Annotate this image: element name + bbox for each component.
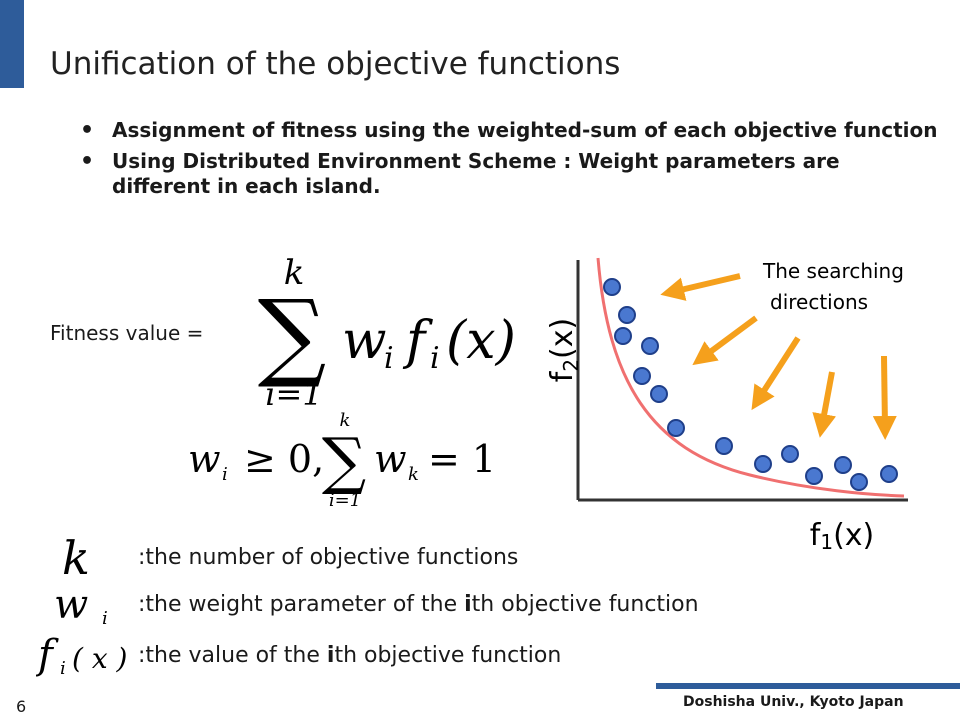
legend-item-k: :the number of objective functions <box>138 545 519 570</box>
constraint-sum-lower: i=1 <box>329 490 361 510</box>
solution-point <box>880 465 898 483</box>
constraint-equals-one: = 1 <box>428 437 496 481</box>
pareto-front-curve <box>596 257 905 498</box>
symbol-w-i: w i <box>54 584 108 628</box>
search-direction-arrow <box>751 336 801 411</box>
footer-affiliation: Doshisha Univ., Kyoto Japan <box>683 694 904 710</box>
sum-symbol: ∑ <box>258 279 327 391</box>
solution-point <box>715 437 733 455</box>
constraint-sum-upper: k <box>340 410 351 431</box>
x-axis-label: f1(x) <box>810 518 874 554</box>
function-subscript: i <box>430 341 440 376</box>
slide-title: Unification of the objective functions <box>50 46 621 82</box>
solution-point <box>667 419 685 437</box>
symbol-f-i-x: f i ( x ) <box>36 632 127 679</box>
constraint-relation: ≥ 0, <box>244 437 324 481</box>
solution-point <box>633 367 651 385</box>
fitness-label: Fitness value = <box>50 321 204 345</box>
weight-subscript: i <box>384 341 394 376</box>
svg-text:k: k <box>62 532 90 580</box>
sum-lower-limit: i=1 <box>265 375 322 410</box>
symbol-k: k <box>62 532 90 580</box>
solution-point <box>850 473 868 491</box>
solution-points <box>603 278 898 491</box>
annotation-line-2: directions <box>770 290 868 314</box>
svg-text:i: i <box>60 658 66 679</box>
solution-point <box>618 306 636 324</box>
solution-point <box>641 337 659 355</box>
search-direction-arrows <box>660 273 897 440</box>
constraint-sum-symbol: ∑ <box>322 424 366 497</box>
search-direction-arrow <box>660 273 741 301</box>
sum-upper-limit: k <box>284 253 305 293</box>
bullet-item: Using Distributed Environment Scheme : W… <box>80 149 940 199</box>
solution-point <box>834 456 852 474</box>
svg-text:w: w <box>54 584 88 628</box>
weight-symbol: w <box>342 311 387 371</box>
search-direction-arrow <box>812 371 836 438</box>
constraint-weight-symbol-2: w <box>374 437 407 481</box>
svg-text:( x ): ( x ) <box>72 642 127 675</box>
constraint-weight-subscript: i <box>222 464 228 485</box>
svg-text:f: f <box>36 632 59 678</box>
solution-point <box>805 467 823 485</box>
constraint-formula: w i ≥ 0, k ∑ i=1 w k = 1 <box>188 410 496 510</box>
legend-item-w: :the weight parameter of the ith objecti… <box>138 592 699 617</box>
bullet-list: Assignment of fitness using the weighted… <box>80 118 940 205</box>
constraint-weight-symbol: w <box>188 437 221 481</box>
annotation-line-1: The searching <box>762 259 904 283</box>
fitness-formula: k ∑ i=1 w i f i (x) <box>258 253 516 410</box>
svg-text:i: i <box>102 608 108 628</box>
constraint-weight-subscript-k: k <box>408 464 419 485</box>
objective-space-diagram: f2(x) f1(x) The searching directions <box>545 257 908 554</box>
footer-accent-bar <box>656 683 960 689</box>
function-symbol: f <box>402 311 433 371</box>
bullet-item: Assignment of fitness using the weighted… <box>80 118 940 143</box>
function-argument: (x) <box>446 311 516 371</box>
solution-point <box>614 327 632 345</box>
title-accent-bar <box>0 0 24 88</box>
search-direction-arrow <box>872 355 897 440</box>
solution-point <box>754 455 772 473</box>
legend-item-f: :the value of the ith objective function <box>138 643 562 668</box>
solution-point <box>781 445 799 463</box>
solution-point <box>650 385 668 403</box>
solution-point <box>603 278 621 296</box>
search-direction-arrow <box>692 315 758 366</box>
page-number: 6 <box>16 697 27 716</box>
y-axis-label: f2(x) <box>545 318 583 382</box>
